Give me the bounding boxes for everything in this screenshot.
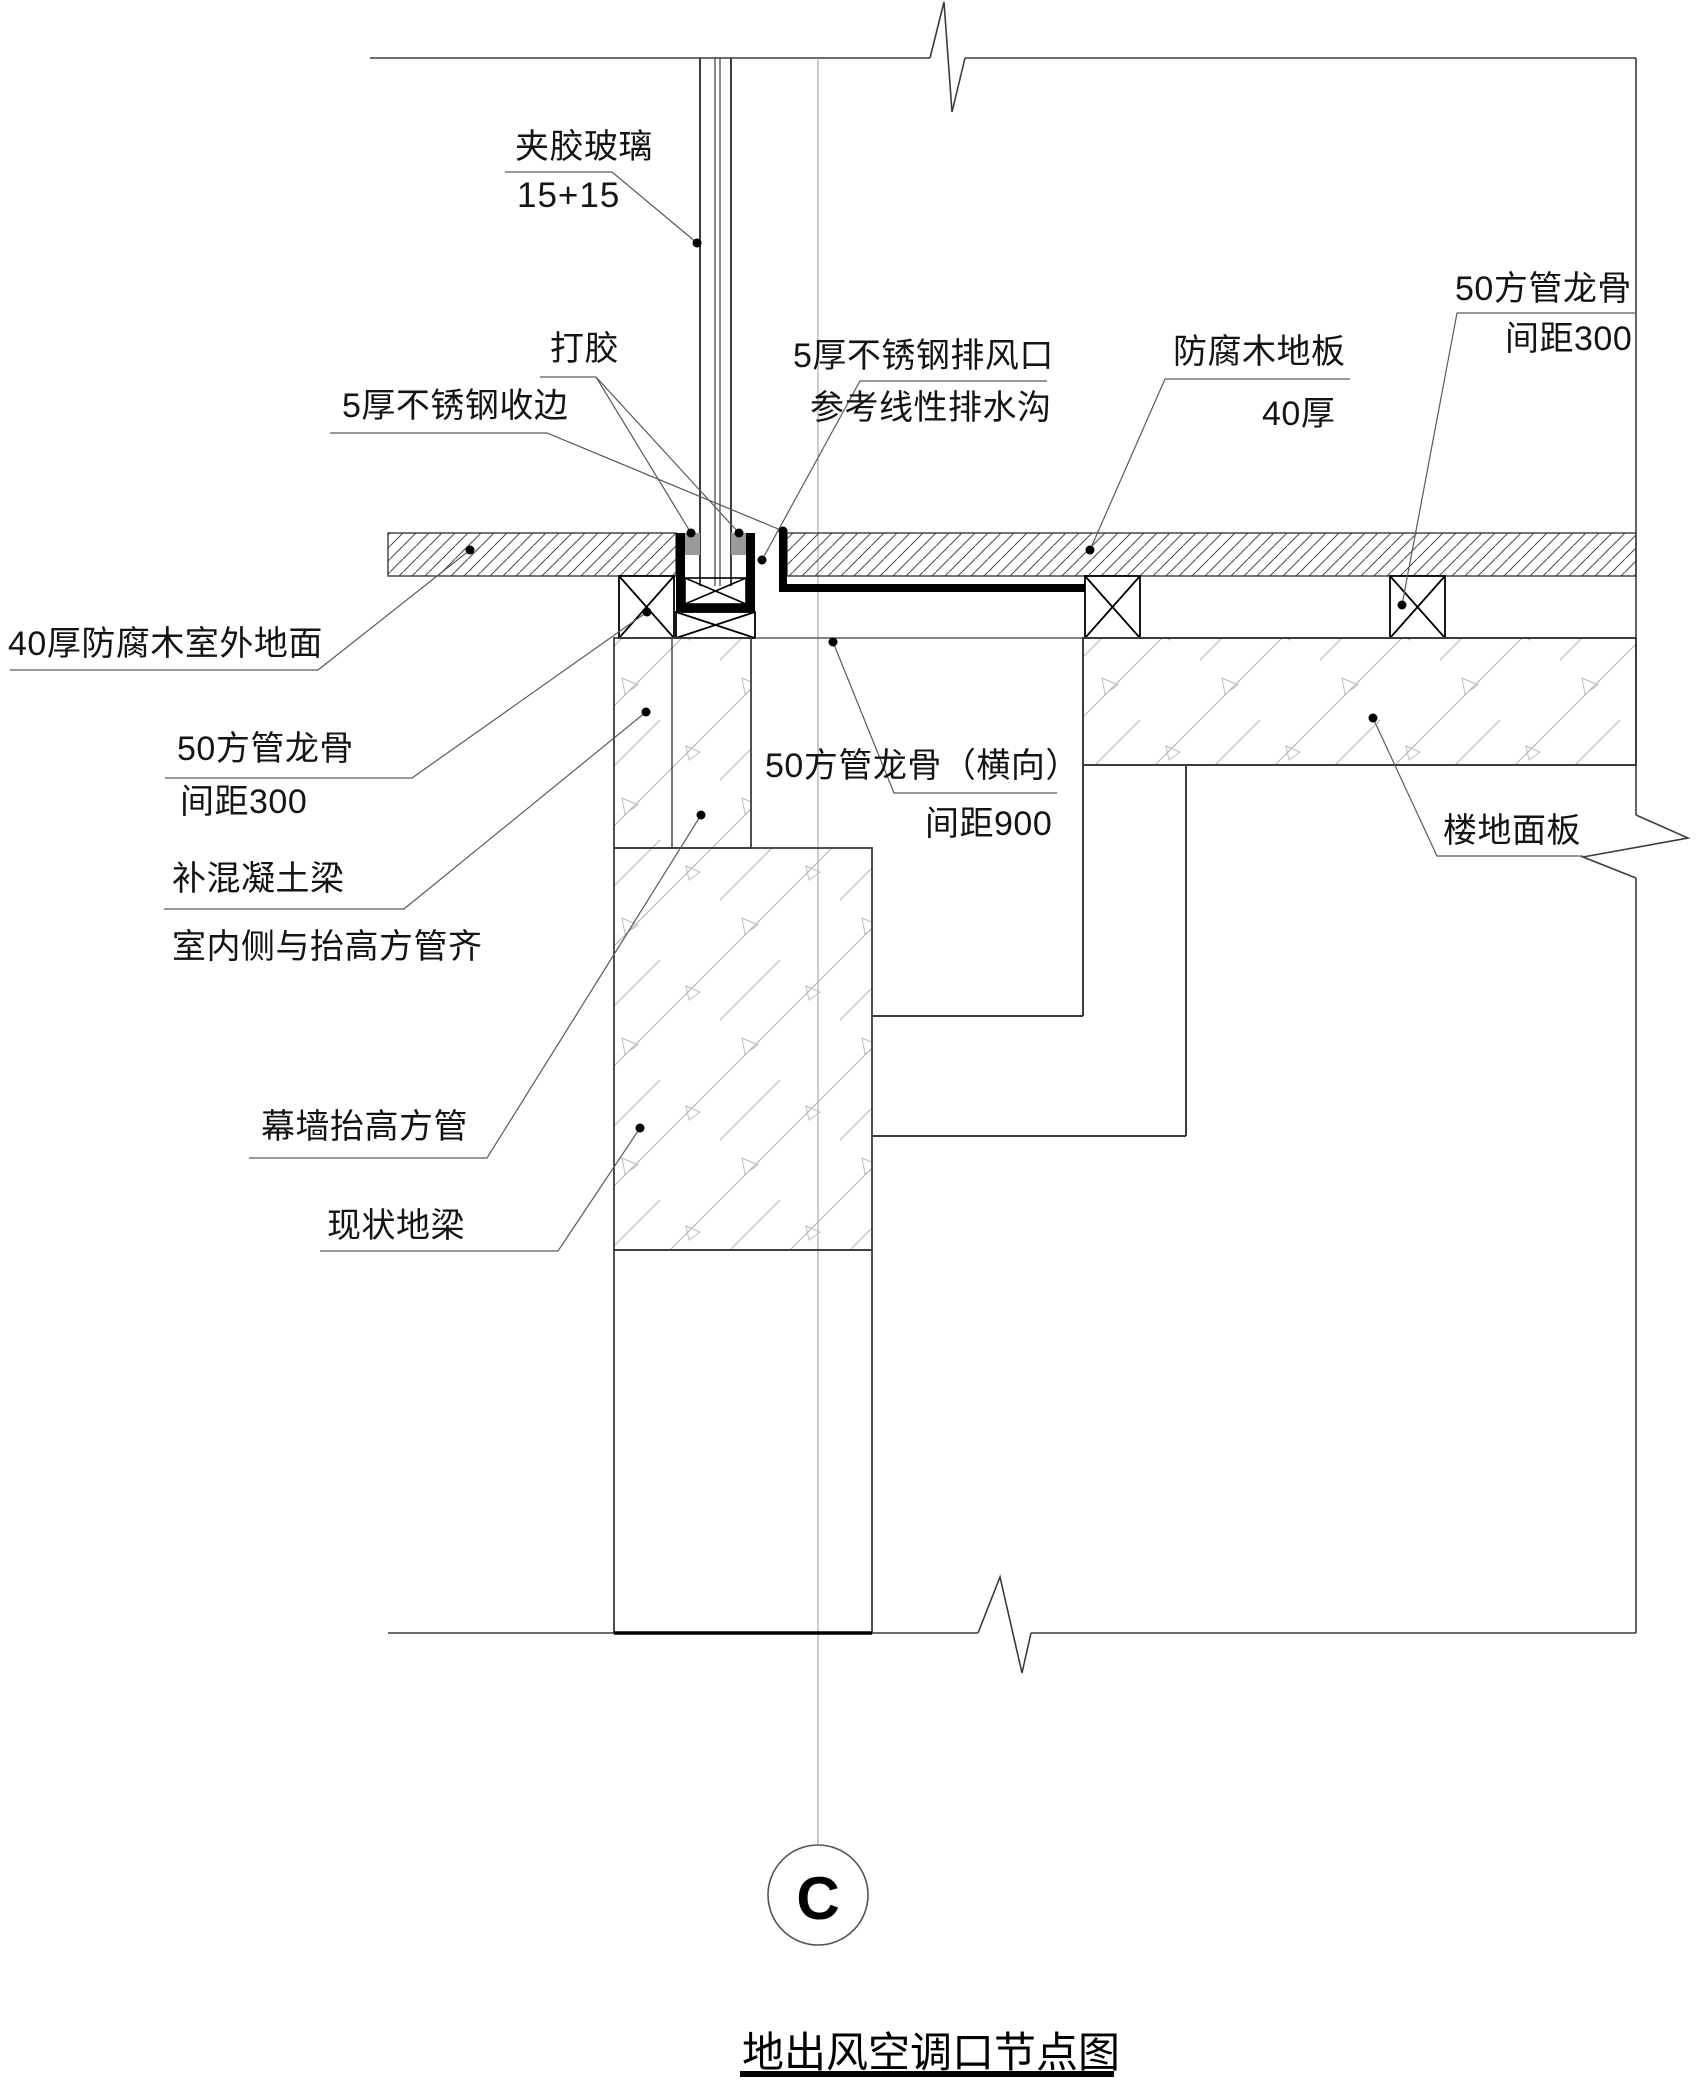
label-keel-horizontal-spacing: 间距900 [925, 805, 1053, 843]
drawing-title: 地出风空调口节点图 [742, 2029, 1121, 2076]
label-ss-vent: 5厚不锈钢排风口 [793, 337, 1054, 375]
sealant-left [685, 533, 700, 555]
leader-vent [761, 380, 1047, 561]
sealant-right [731, 533, 746, 555]
leader-lines [10, 171, 1635, 1252]
label-keel-horizontal: 50方管龙骨（横向） [765, 747, 1080, 785]
leader-keel-horizontal [832, 641, 1057, 794]
setting-block-crossbox [684, 577, 747, 605]
label-existing-beam: 现状地梁 [327, 1207, 465, 1245]
label-ss-vent-note: 参考线性排水沟 [810, 389, 1052, 427]
keel-box-a [1084, 575, 1141, 639]
leader-raised-tube [249, 814, 702, 1159]
stainless-vent-plate [779, 531, 1085, 592]
label-concrete-beam-note: 室内侧与抬高方管齐 [172, 928, 483, 966]
drawing-title-underline [740, 2071, 1114, 2077]
label-outdoor-floor: 40厚防腐木室外地面 [8, 625, 323, 663]
keel-box-under-shoe [675, 611, 756, 639]
label-keel-left-spacing: 间距300 [180, 783, 308, 821]
label-ss-edge-trim: 5厚不锈钢收边 [342, 387, 569, 425]
vent-horizontal [779, 584, 1085, 592]
label-sealant: 打胶 [550, 330, 619, 368]
floor-slab [1082, 637, 1637, 766]
label-concrete-beam: 补混凝土梁 [172, 860, 345, 898]
label-laminated-glass: 夹胶玻璃 [515, 128, 653, 166]
keel-box-left [618, 575, 675, 639]
indoor-wood-deck [786, 532, 1637, 577]
label-laminated-glass-spec: 15+15 [517, 176, 621, 215]
vent-upstand [779, 531, 787, 592]
leader-existing-beam [320, 1127, 641, 1252]
leader-wood-floor [1089, 378, 1350, 551]
sealant-joints [685, 533, 746, 555]
keel-box-b [1389, 575, 1446, 639]
label-keel-top-right-spacing: 间距300 [1505, 320, 1633, 358]
leader-keel-left [165, 611, 648, 779]
label-wood-floor: 防腐木地板 [1173, 333, 1346, 371]
beam-continuation [613, 1249, 873, 1634]
laminated-glass-unit [699, 58, 732, 586]
leader-laminated-glass [505, 171, 698, 244]
label-floor-slab: 楼地面板 [1443, 812, 1581, 850]
beam-column-stack [613, 637, 873, 1635]
duct-step-lines [872, 765, 1187, 1137]
leader-floor-slab [1372, 717, 1583, 857]
section-bubble-letter: C [796, 1865, 840, 1932]
upper-beam-tier [613, 637, 752, 849]
leader-keel-top-right [1401, 312, 1635, 606]
leader-sealant-right [595, 376, 740, 534]
existing-ground-beam [613, 847, 873, 1251]
top-border-break-icon [929, 1, 966, 113]
section-bubble-circle [767, 1844, 869, 1946]
outdoor-wood-deck [387, 532, 677, 577]
leader-outdoor-floor [10, 549, 471, 671]
label-keel-left: 50方管龙骨 [177, 730, 354, 768]
leader-concrete-beam [164, 711, 647, 910]
right-border-break-icon [1580, 814, 1691, 879]
keel-crossboxes [618, 575, 1446, 639]
leader-dots [465, 238, 1407, 1133]
leader-edge-trim [330, 432, 784, 532]
ground-line-break-icon [977, 1574, 1032, 1674]
label-raised-tube: 幕墙抬高方管 [261, 1108, 468, 1146]
label-keel-top-right: 50方管龙骨 [1455, 270, 1632, 308]
label-wood-floor-thickness: 40厚 [1262, 395, 1336, 433]
